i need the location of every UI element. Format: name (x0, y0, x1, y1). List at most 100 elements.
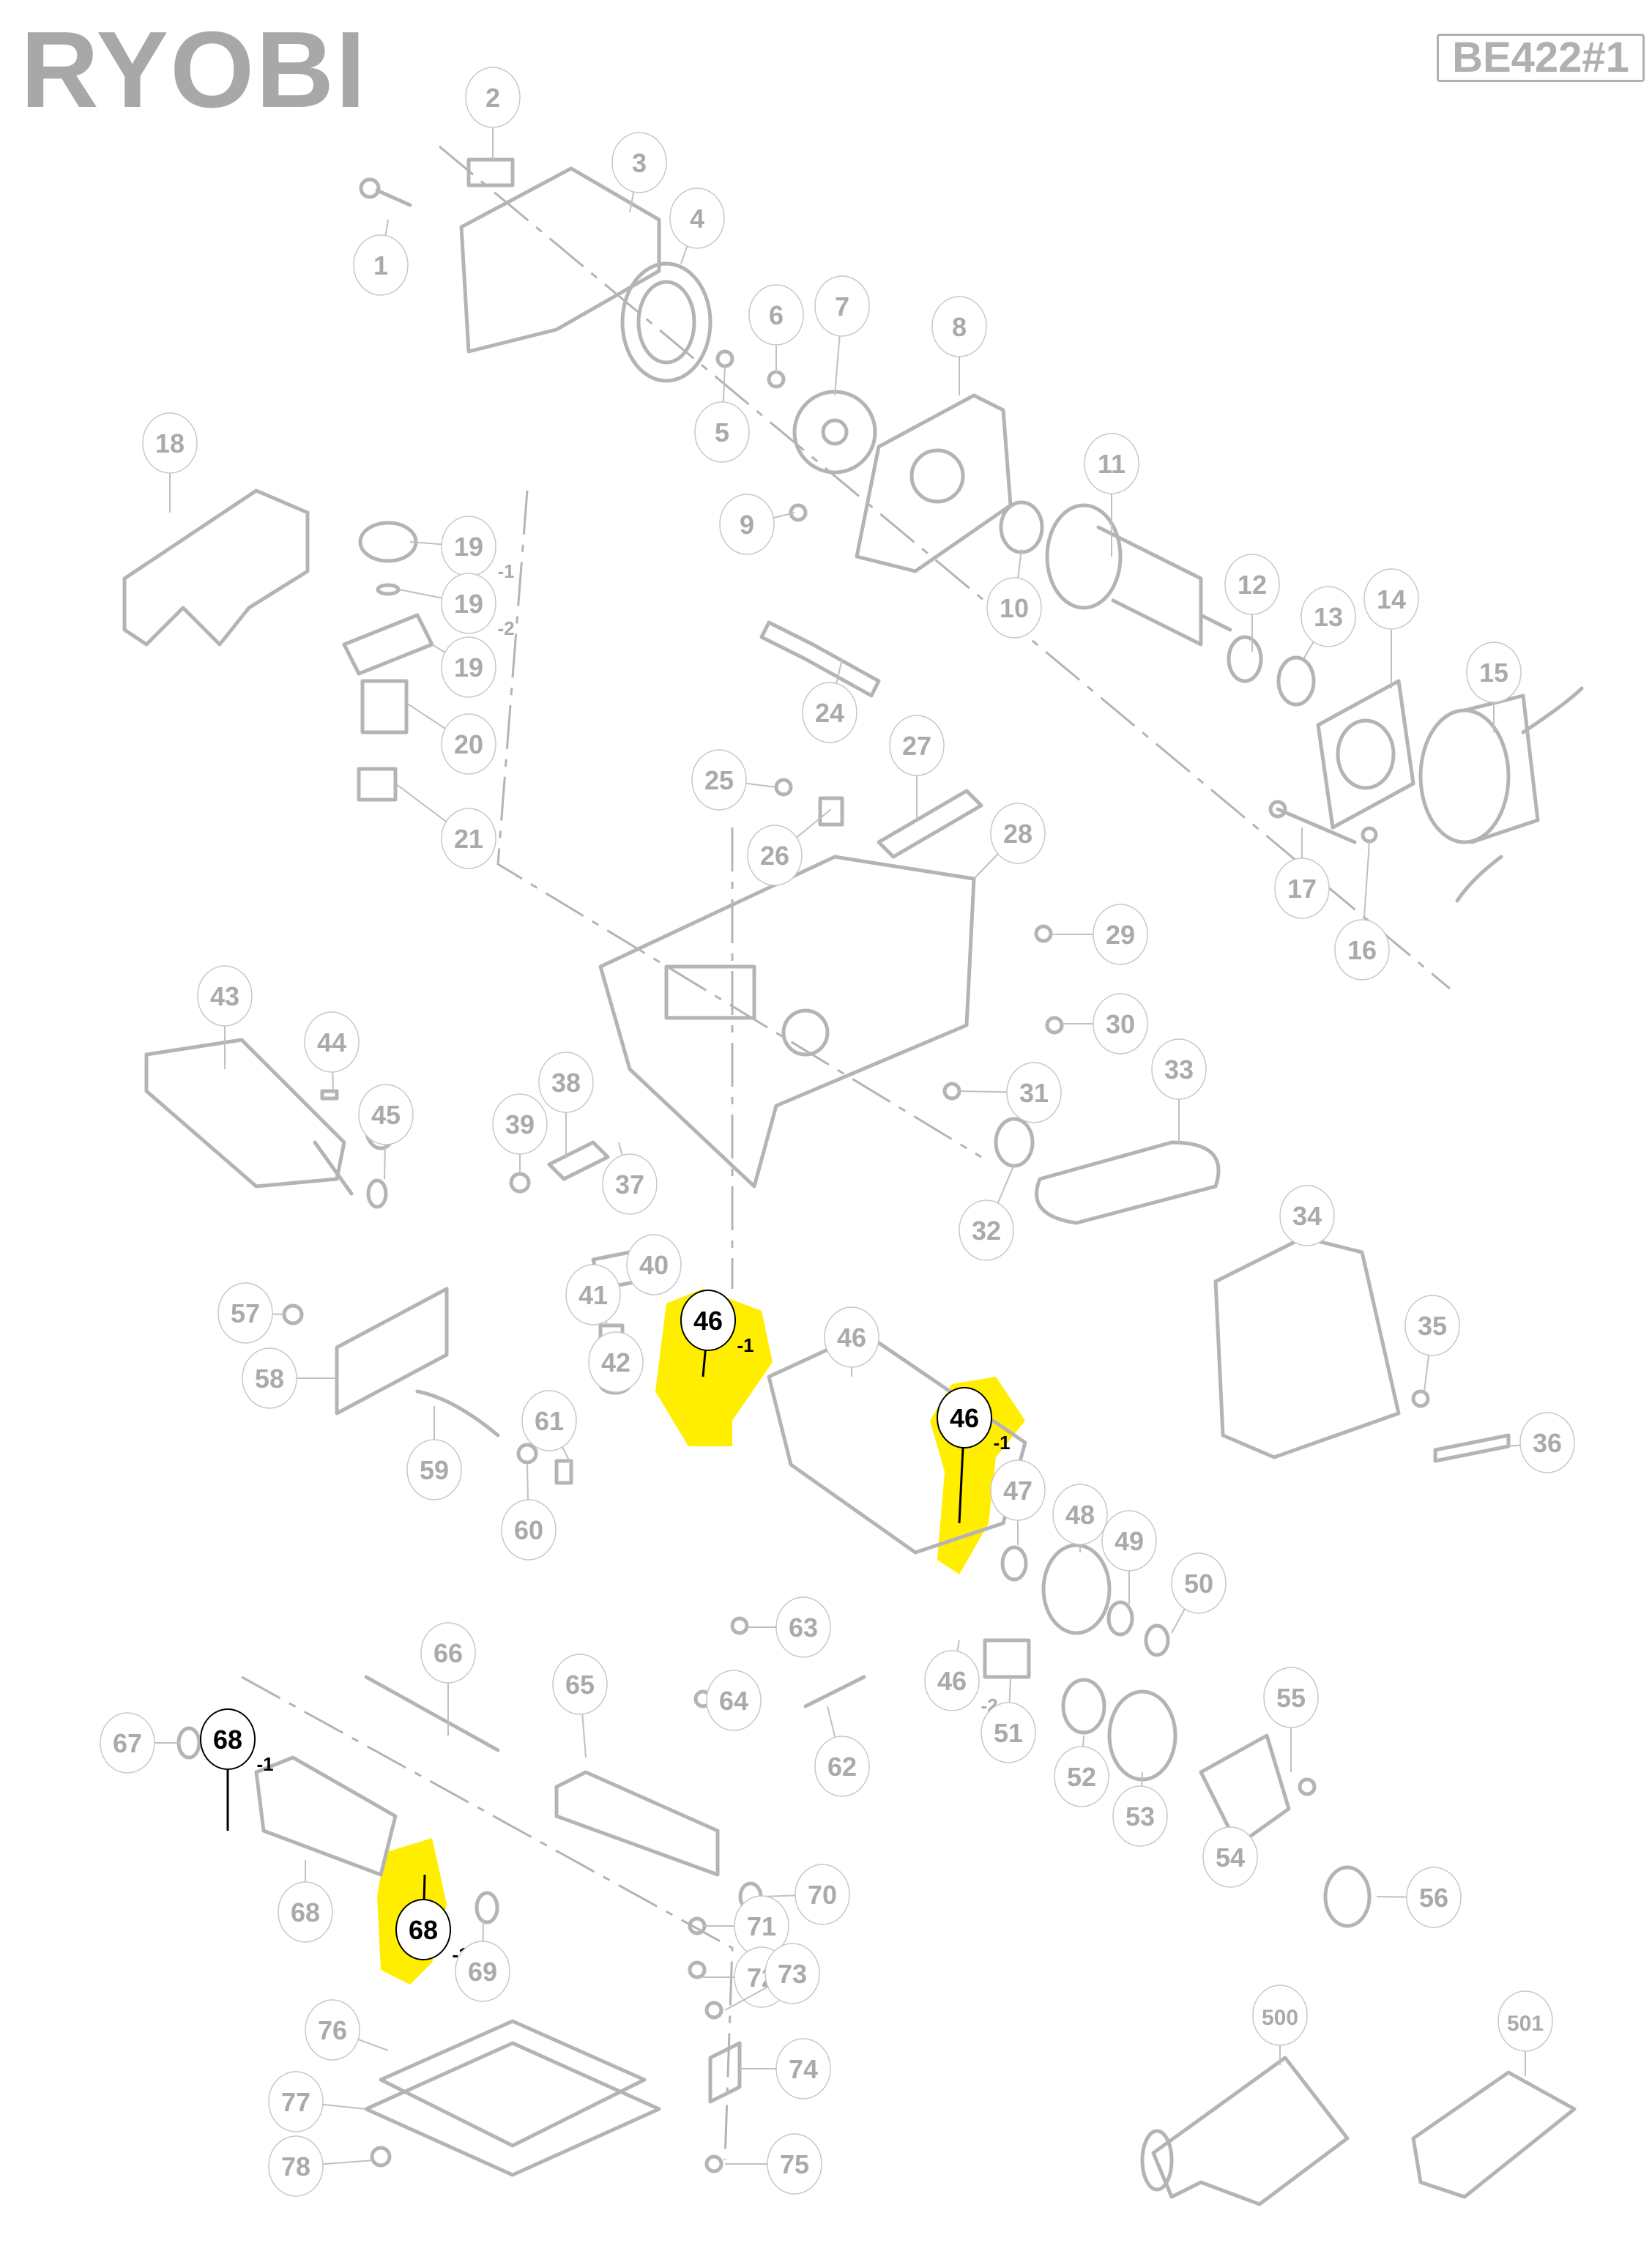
leader-line (973, 852, 1000, 879)
callout-number: 34 (1292, 1201, 1322, 1231)
part-drawings (122, 157, 1584, 2206)
callout-66: 66 (420, 1622, 476, 1736)
leader-line (560, 1444, 572, 1465)
callout-43: 43 (197, 965, 253, 1069)
callout-74: 74 (740, 2038, 831, 2100)
part-62-spring (803, 1675, 866, 1708)
part-14-plate (1316, 679, 1415, 830)
callout-circle (1404, 1295, 1460, 1356)
part-19-switch-board (342, 613, 434, 676)
callout-circle (680, 1290, 736, 1351)
leader-line (409, 541, 442, 546)
leader-line (795, 808, 832, 839)
callout-number: 15 (1479, 658, 1508, 688)
callout-45: 45 (358, 1084, 414, 1180)
callout-69: 69 (455, 1918, 510, 2002)
callout-3: 3 (611, 132, 667, 213)
leader-line (680, 243, 689, 264)
callout-19-1: 19-1 (409, 516, 515, 582)
callout-68-1: 68-1 (395, 1874, 469, 1965)
callout-19: 19 (431, 636, 496, 698)
callout-circle (1263, 1667, 1319, 1728)
callout-27: 27 (889, 715, 945, 820)
part-50-ring (1144, 1624, 1170, 1657)
callout-number: 19 (454, 589, 483, 619)
part-74-lever (708, 2041, 742, 2104)
callout-circle (565, 1264, 621, 1325)
callout-26: 26 (747, 808, 832, 886)
callout-number: 32 (972, 1216, 1001, 1246)
callout-circle (1151, 1038, 1207, 1100)
callout-77: 77 (268, 2071, 367, 2132)
callout-number: 25 (704, 765, 734, 795)
callout-circle (747, 825, 803, 886)
brand-logo: RYOBI (21, 10, 368, 130)
callout-number: 37 (615, 1169, 644, 1200)
callout-number: 2 (485, 83, 500, 113)
guide-line-motor (496, 490, 982, 1158)
callout-number: 46 (937, 1666, 967, 1696)
part-19-2-oring (376, 583, 401, 596)
callout-501: 501 (1497, 1990, 1553, 2076)
callout-circle (268, 2071, 324, 2132)
callout-circle (986, 577, 1042, 639)
callout-circle (1054, 1746, 1109, 1807)
callout-number: 46 (837, 1323, 866, 1353)
leader-line (1008, 1676, 1011, 1706)
callout-46-1: 46-1 (680, 1290, 754, 1377)
callout-number: 46 (950, 1403, 979, 1433)
callout-circle (611, 132, 667, 193)
callout-number: 47 (1003, 1476, 1032, 1506)
part-5-screw (715, 349, 734, 368)
callout-circle (420, 1622, 476, 1684)
leader-line (834, 332, 841, 396)
callout-18: 18 (142, 412, 198, 513)
callout-number: 17 (1287, 874, 1317, 904)
callout-number: 68 (409, 1915, 438, 1945)
callout-number: 6 (769, 300, 784, 330)
callout-circle (455, 1941, 510, 2002)
callout-circle (278, 1881, 333, 1943)
callout-number: 65 (565, 1670, 595, 1700)
part-25-screw (774, 778, 793, 797)
callout-13: 13 (1301, 586, 1356, 660)
part-30-screw (1045, 1016, 1064, 1035)
callout-circle (395, 1899, 451, 1960)
part-29-screw (1034, 924, 1053, 943)
callout-circle (142, 412, 198, 474)
callout-number: 75 (780, 2149, 809, 2179)
part-7-pulley (792, 390, 877, 475)
part-58-plate (335, 1287, 449, 1416)
part-19-1-dial (358, 521, 418, 563)
callout-37: 37 (602, 1142, 658, 1215)
callout-circle (719, 494, 775, 555)
callout-number: 27 (902, 731, 931, 761)
leader-line (1171, 1607, 1187, 1634)
callout-circle (358, 1084, 414, 1145)
part-63-screw (730, 1616, 749, 1635)
leader-line (406, 702, 447, 730)
callout-number: 63 (789, 1613, 818, 1643)
callout-circle (304, 1011, 360, 1073)
callout-51: 51 (981, 1676, 1036, 1763)
callout-circle (814, 275, 870, 337)
part-4-ring (620, 261, 712, 383)
callout-46: 46 (824, 1306, 879, 1377)
leader-line (322, 2160, 374, 2165)
part-10-bearing (999, 500, 1044, 554)
callout-number: 26 (760, 841, 789, 871)
leader-line (773, 512, 795, 519)
callout-circle (406, 1439, 462, 1500)
callout-40: 40 (626, 1234, 682, 1295)
callout-19-2: 19-2 (398, 573, 515, 639)
callout-73: 73 (724, 1943, 820, 2011)
callout-number: 33 (1164, 1055, 1194, 1085)
callout-circle (465, 67, 521, 128)
part-47-washer (1000, 1545, 1028, 1582)
callout-57: 57 (217, 1282, 286, 1344)
leader-line (398, 589, 442, 599)
callout-46-2: 46-2 (924, 1640, 998, 1717)
leader-line (357, 2038, 389, 2051)
part-11-armature (1045, 503, 1232, 647)
callout-circle (268, 2135, 324, 2197)
